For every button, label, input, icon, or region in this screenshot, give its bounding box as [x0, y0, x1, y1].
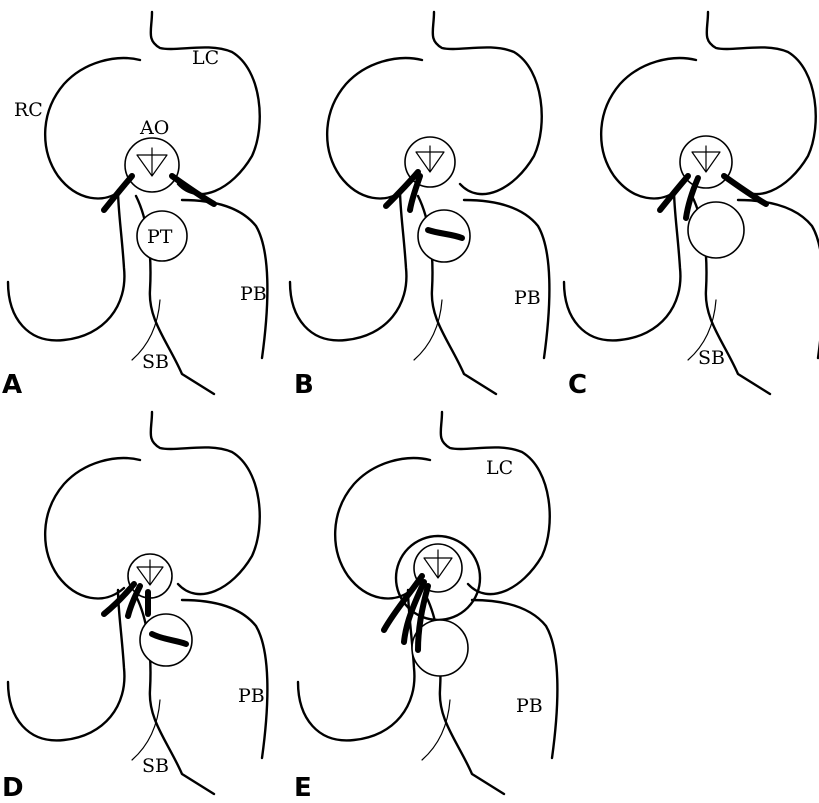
panel-label-e: E — [294, 773, 312, 803]
label-pb: PB — [516, 695, 543, 717]
panel-b: PB B — [290, 12, 549, 400]
panel-d: PB SB D — [2, 412, 267, 803]
label-ao: AO — [139, 117, 169, 139]
label-sb: SB — [698, 347, 725, 369]
panel-label-a: A — [2, 370, 22, 400]
label-sb: SB — [142, 755, 169, 777]
label-pb: PB — [240, 283, 267, 305]
pulmonary-trunk-vessel — [688, 202, 744, 258]
panel-c: SB C — [564, 12, 819, 400]
label-pt: PT — [147, 226, 173, 248]
panel-label-b: B — [294, 370, 314, 400]
panel-label-c: C — [568, 370, 587, 400]
panel-e: LC PB E — [294, 412, 557, 803]
panel-a: RC LC AO PT PB SB A — [2, 12, 267, 400]
label-sb: SB — [142, 351, 169, 373]
label-pb: PB — [514, 287, 541, 309]
label-lc: LC — [192, 47, 219, 69]
panel-label-d: D — [2, 773, 24, 803]
label-rc: RC — [14, 99, 43, 121]
label-lc: LC — [486, 457, 513, 479]
label-pb: PB — [238, 685, 265, 707]
